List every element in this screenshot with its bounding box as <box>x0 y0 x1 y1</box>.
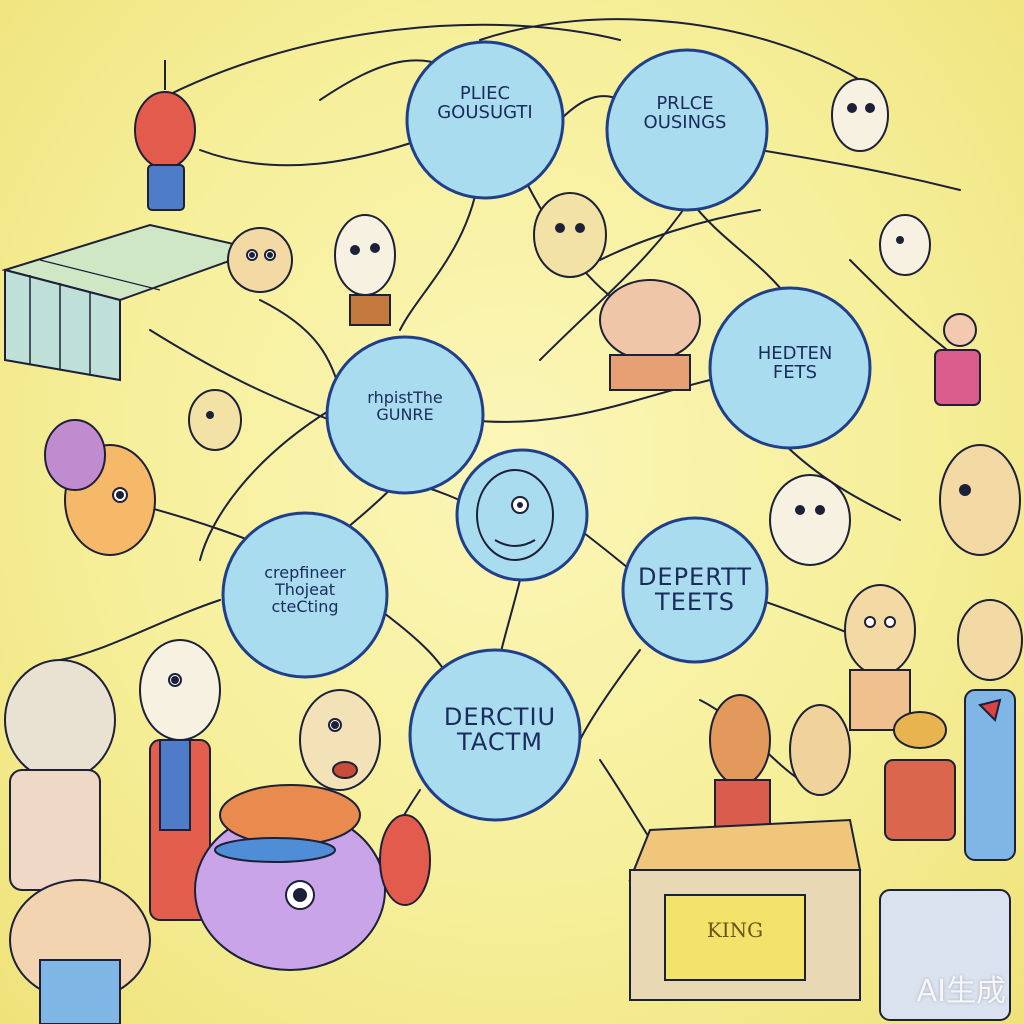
bubble <box>405 40 565 200</box>
string-line <box>579 649 641 741</box>
character-face <box>299 689 381 791</box>
string-line <box>139 23 621 111</box>
character-face <box>769 474 851 566</box>
character-face <box>957 599 1023 861</box>
character-face <box>533 192 607 278</box>
hanging-figure <box>134 60 196 211</box>
bubble <box>605 48 769 212</box>
string-line <box>539 199 691 361</box>
string-line <box>479 18 861 81</box>
string-line <box>779 439 901 521</box>
character-face <box>44 419 156 556</box>
character-face <box>844 584 916 731</box>
bubble <box>221 511 389 679</box>
tv-box <box>628 818 1011 1021</box>
bubble-face <box>476 469 554 561</box>
character-face <box>227 227 293 293</box>
character-face <box>879 214 931 276</box>
string-line <box>259 299 341 391</box>
watermark-text: AI生成 <box>916 974 1006 1009</box>
string-line <box>199 139 421 167</box>
string-line <box>199 409 331 561</box>
string-line <box>689 199 791 301</box>
character-face <box>789 704 851 796</box>
bubble <box>621 516 769 664</box>
character-face <box>934 313 981 406</box>
bubble <box>408 648 582 822</box>
character-face <box>831 78 889 152</box>
character-face <box>599 279 701 391</box>
character-face <box>884 711 956 841</box>
character-face <box>4 659 116 891</box>
background-figures <box>4 78 1023 1024</box>
string-line <box>599 209 761 261</box>
character-face <box>139 639 221 921</box>
bubble <box>325 335 485 495</box>
string-line <box>149 329 331 421</box>
string-line <box>59 599 221 661</box>
character-face <box>939 444 1021 556</box>
greenhouse-structure <box>1 223 264 382</box>
character-face <box>334 214 396 326</box>
character-face <box>9 879 151 1024</box>
bubble-group <box>221 40 872 822</box>
bubble <box>708 286 872 450</box>
character-face <box>188 389 242 451</box>
string-line <box>759 149 961 191</box>
character-face <box>194 784 431 971</box>
